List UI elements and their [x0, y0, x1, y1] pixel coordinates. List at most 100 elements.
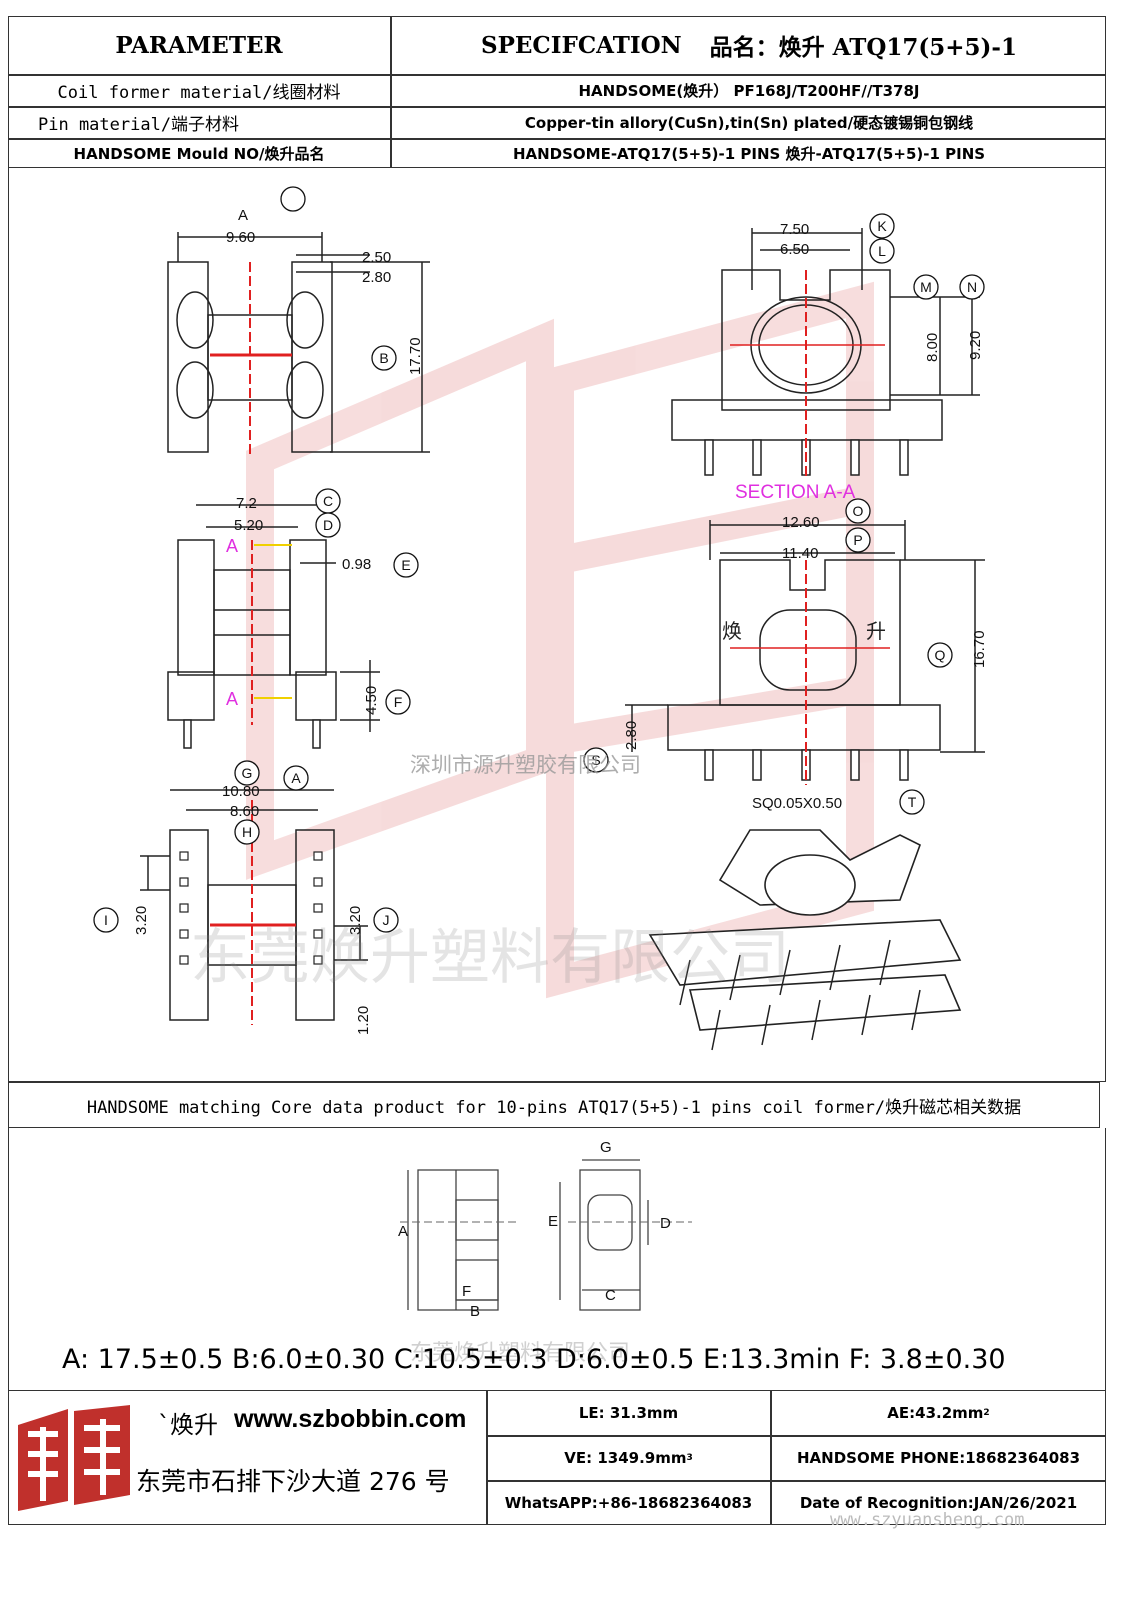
svg-text:C: C — [323, 493, 333, 509]
bottom-pin-holes — [179, 851, 323, 965]
table-divider — [8, 138, 1106, 140]
svg-text:T: T — [908, 794, 917, 810]
row-coil-material-label: Coil former material/线圈材料 — [57, 83, 341, 103]
row-pin-material-label: Pin material/端子材料 — [38, 115, 240, 135]
callout-g: G — [234, 760, 260, 786]
specification-heading: SPECIFCATION 品名： 焕升 ATQ17(5+5)-1 — [392, 16, 1106, 74]
dim-sq: SQ0.05X0.50 — [752, 795, 842, 812]
footer-table — [8, 1390, 1106, 1525]
dim-a-1770: 17.70 — [407, 337, 424, 375]
svg-text:A: A — [291, 770, 301, 786]
ae-text: AE:43.2mm — [887, 1403, 984, 1422]
middle-pins — [183, 719, 321, 749]
dim-a-width: 9.60 — [226, 229, 255, 246]
section-mark-bottom: A — [226, 689, 238, 709]
isometric-view — [648, 829, 962, 1031]
svg-text:I: I — [104, 912, 108, 928]
product-name-label: 品名： — [709, 34, 779, 61]
callout-l: L — [869, 238, 895, 264]
core-frame — [8, 1128, 1106, 1390]
callout-k: K — [869, 213, 895, 239]
dim-q: 16.70 — [971, 630, 988, 668]
dim-e: 0.98 — [342, 556, 371, 573]
watermark-url: www.szyuansheng.com — [830, 1510, 1025, 1530]
core-title: HANDSOME matching Core data product for … — [86, 1097, 1022, 1118]
company-address: 东莞市石排下沙大道 276 号 — [136, 1467, 450, 1496]
core-title-box — [8, 1082, 1100, 1128]
svg-text:K: K — [877, 218, 887, 234]
footer-divider — [770, 1390, 772, 1525]
section-mark-top: A — [226, 536, 238, 556]
company-logo — [18, 1405, 130, 1511]
dim-l: 6.50 — [780, 241, 809, 258]
svg-text:J: J — [383, 912, 390, 928]
hanzi-right: 升 — [866, 619, 886, 643]
callout-b: B — [371, 345, 397, 371]
core-letter-a: A — [398, 1223, 408, 1240]
callout-f: F — [385, 689, 411, 715]
view-mark-circle — [280, 186, 306, 212]
callout-a: A — [283, 765, 309, 791]
core-letter-d: D — [660, 1215, 671, 1232]
watermark-small: 深圳市源升塑胶有限公司 — [410, 753, 641, 777]
dim-k: 7.50 — [780, 221, 809, 238]
isometric-pins — [679, 939, 921, 1051]
ae-sup: 2 — [983, 1407, 990, 1418]
drawing-frame — [8, 168, 1106, 1082]
svg-text:Q: Q — [935, 647, 946, 663]
row-coil-material-value: HANDSOME(焕升） PF168J/T200HF//T378J — [578, 82, 920, 100]
watermark-large: 东莞焕升塑料有限公司 — [190, 923, 790, 993]
dim-o: 12.60 — [782, 514, 820, 531]
phone-value: HANDSOME PHONE:18682364083 — [796, 1449, 1081, 1467]
dim-d: 5.20 — [234, 517, 263, 534]
dim-m: 8.00 — [924, 333, 941, 362]
table-divider — [390, 16, 392, 168]
dim-c: 7.2 — [236, 495, 257, 512]
callout-c: C — [315, 488, 341, 514]
product-name: 焕升 ATQ17(5+5)-1 — [778, 34, 1017, 61]
le-value: LE: 31.3mm — [578, 1403, 679, 1422]
footer-divider — [486, 1435, 1106, 1437]
dim-s: 2.80 — [623, 721, 640, 750]
ve-sup: 3 — [686, 1453, 693, 1463]
table-divider — [8, 74, 1106, 76]
callout-t: T — [899, 789, 925, 815]
callout-m: M — [913, 274, 939, 300]
svg-text:H: H — [242, 824, 252, 840]
ve-text: VE: 1349.9mm — [564, 1449, 687, 1467]
dim-h: 8.60 — [230, 803, 259, 820]
callout-o: O — [845, 498, 871, 524]
svg-text:B: B — [379, 350, 388, 366]
callout-i: I — [93, 907, 119, 933]
row-mould-value: HANDSOME-ATQ17(5+5)-1 PINS 焕升-ATQ17(5+5)… — [512, 145, 986, 163]
side-view-a — [167, 232, 430, 453]
footer-divider — [486, 1390, 488, 1525]
core-letter-e: E — [548, 1213, 558, 1230]
callout-q: Q — [927, 642, 953, 668]
view-a-label: A — [238, 207, 248, 224]
dim-g: 10.80 — [222, 783, 260, 800]
spec-label: SPECIFCATION — [480, 31, 682, 59]
core-letter-f: F — [462, 1283, 471, 1300]
whatsapp-value: WhatsAPP:+86-18682364083 — [504, 1494, 753, 1512]
dim-f: 4.50 — [363, 686, 380, 715]
callout-h: H — [234, 819, 260, 845]
website-link[interactable]: www.szbobbin.com — [234, 1405, 467, 1433]
date-value: Date of Recognition:JAN/26/2021 — [799, 1494, 1078, 1512]
dim-a-250: 2.50 — [362, 249, 391, 266]
callout-d: D — [315, 512, 341, 538]
core-letter-g: G — [600, 1139, 612, 1156]
core-letter-b: B — [470, 1303, 480, 1320]
svg-text:O: O — [853, 503, 864, 519]
brand-name: `焕升 — [158, 1411, 218, 1439]
dim-n: 9.20 — [967, 331, 984, 360]
dim-j: 3.20 — [347, 906, 364, 935]
svg-text:M: M — [920, 279, 932, 295]
svg-text:S: S — [591, 752, 600, 768]
row-pin-material-value: Copper-tin allory(CuSn),tin(Sn) plated/硬… — [524, 114, 974, 132]
footer-divider — [486, 1480, 1106, 1482]
section-label: SECTION A-A — [735, 482, 856, 503]
spec-table — [8, 16, 1106, 168]
